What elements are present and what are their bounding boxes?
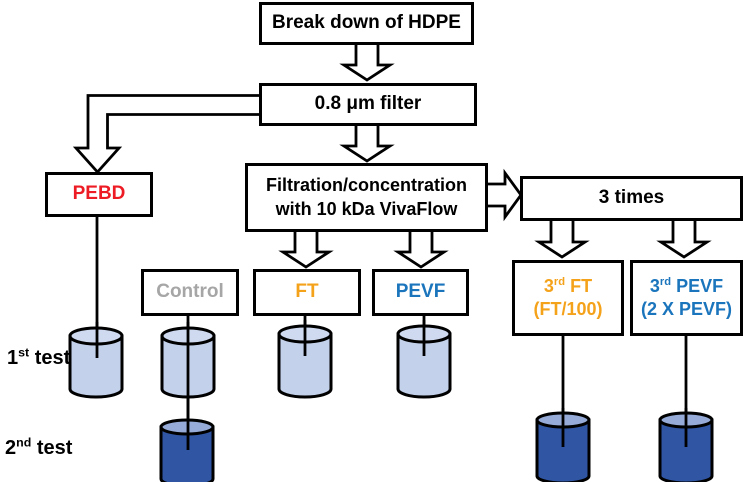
box-three-times: 3 times [520, 176, 743, 221]
box-third-pevf: 3rd PEVF (2 X PEVF) [630, 260, 743, 336]
row-label-second-sup: nd [16, 435, 32, 450]
row-label-first-sup: st [18, 345, 30, 360]
beaker-pebd-first-test [68, 326, 124, 399]
box-pevf: PEVF [372, 269, 469, 316]
box-third-ft-sup: rd [553, 275, 566, 288]
box-breakdown-label: Break down of HDPE [272, 12, 461, 34]
block-arrow-three-times-to-third-ft [534, 216, 590, 259]
block-arrow-filtration-to-pevf [393, 227, 449, 269]
beaker-third-pevf-second-test [658, 411, 714, 482]
box-third-ft-line1: 3rd FT [544, 275, 592, 298]
box-third-ft-line2: (FT/100) [533, 299, 603, 319]
box-filtration-line1: Filtration/concentration [265, 175, 467, 196]
box-filtration-line2: with 10 kDa VivaFlow [275, 198, 458, 219]
row-label-first-prefix: 1 [7, 347, 19, 369]
row-label-second-suffix: test [31, 437, 73, 459]
row-label-second-test: 2nd test [5, 435, 73, 460]
box-ft: FT [253, 269, 361, 316]
box-filter-label: 0.8 μm filter [314, 93, 422, 115]
box-ft-label: FT [295, 281, 319, 303]
block-arrow-filtration-to-ft [278, 227, 334, 269]
row-label-second-prefix: 2 [5, 437, 17, 459]
block-arrow-filter-to-filtration [339, 122, 395, 163]
box-three-times-label: 3 times [598, 187, 665, 209]
box-third-pevf-line2: (2 X PEVF) [640, 299, 733, 319]
box-pevf-label: PEVF [395, 281, 446, 303]
row-label-first-test: 1st test [7, 345, 71, 370]
block-arrow-breakdown-to-filter [339, 40, 395, 82]
elbow-arrow-filter-to-pebd [72, 94, 263, 175]
box-pebd-label: PEBD [72, 183, 126, 205]
box-breakdown-hdpe: Break down of HDPE [259, 2, 474, 45]
box-filter: 0.8 μm filter [259, 83, 477, 126]
box-third-pevf-prefix: 3 [649, 275, 660, 296]
box-filtration-vivaflow: Filtration/concentration with 10 kDa Viv… [245, 163, 488, 232]
box-third-pevf-line1: 3rd PEVF [650, 275, 723, 298]
box-third-pevf-suffix: PEVF [671, 275, 724, 296]
box-third-ft: 3rd FT (FT/100) [512, 260, 624, 336]
box-control: Control [141, 269, 239, 316]
row-label-first-suffix: test [29, 347, 71, 369]
box-control-label: Control [156, 281, 224, 303]
box-pebd: PEBD [45, 172, 153, 217]
beaker-pevf-first-test [396, 324, 452, 399]
block-arrow-filtration-to-three-times [484, 168, 523, 222]
box-third-ft-prefix: 3 [543, 275, 554, 296]
box-third-ft-suffix: FT [565, 275, 593, 296]
box-third-pevf-sup: rd [659, 275, 672, 288]
block-arrow-three-times-to-third-pevf [656, 216, 712, 259]
